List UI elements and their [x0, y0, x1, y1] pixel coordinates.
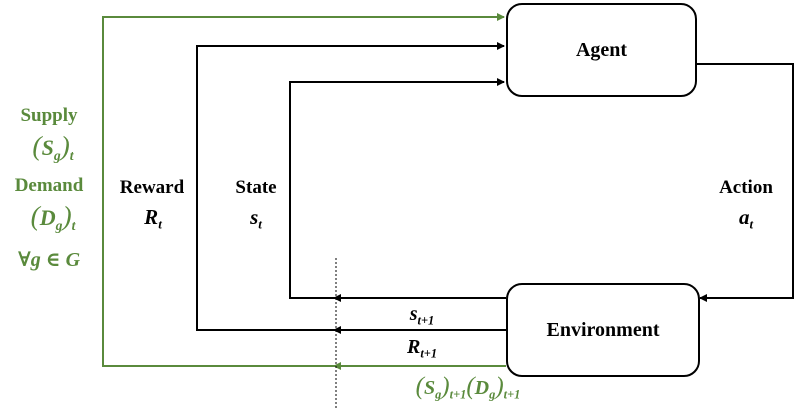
reward-label: Reward: [112, 178, 192, 197]
action-line: [697, 63, 794, 302]
action-subscript: t: [749, 216, 754, 232]
agent-label: Agent: [575, 38, 628, 61]
state-symbol-letter: s: [250, 205, 259, 229]
next-state-symbol: st+1: [382, 304, 462, 327]
demand-symbol-letter: D: [39, 205, 56, 230]
state-word: State: [235, 177, 277, 198]
reward-symbol-letter: R: [144, 205, 159, 229]
supply-word: Supply: [20, 105, 78, 126]
next-supply-inner-subscript: g: [435, 387, 442, 402]
reward-symbol: Rt: [118, 207, 188, 231]
demand-inner-subscript: g: [55, 217, 63, 233]
reward-subscript: t: [158, 216, 162, 232]
supply-label: Supply: [8, 106, 90, 125]
next-grid-signal-symbol: (Sg)t+1(Dg)t+1: [415, 373, 521, 402]
demand-word: Demand: [14, 175, 84, 196]
next-demand-outer-subscript: t+1: [503, 387, 521, 402]
agent-box: Agent: [506, 3, 697, 97]
next-demand-inner-subscript: g: [489, 387, 496, 402]
reward-loop-line: [196, 42, 506, 331]
demand-outer-subscript: t: [71, 217, 76, 233]
demand-symbol: (Dg)t: [30, 200, 76, 233]
state-symbol: st: [220, 207, 292, 231]
action-word: Action: [719, 177, 773, 198]
supply-outer-subscript: t: [69, 147, 74, 163]
supply-symbol-letter: S: [41, 135, 54, 160]
action-symbol: at: [710, 207, 782, 231]
next-reward-symbol: Rt+1: [380, 337, 464, 360]
action-symbol-letter: a: [738, 205, 750, 229]
state-subscript: t: [258, 216, 262, 232]
supply-symbol: (Sg)t: [32, 130, 74, 163]
quantifier-text: ∀g ∈ G: [17, 249, 81, 271]
next-demand-letter: D: [474, 377, 490, 399]
reward-word: Reward: [119, 177, 185, 198]
next-state-letter: s: [409, 303, 418, 325]
next-supply-letter: S: [423, 377, 436, 399]
action-label: Action: [704, 178, 788, 197]
next-reward-letter: R: [406, 336, 421, 358]
environment-box: Environment: [506, 283, 700, 377]
environment-label: Environment: [546, 318, 660, 341]
next-state-subscript: t+1: [417, 313, 435, 328]
grid-signal-loop-line: [102, 13, 506, 367]
supply-inner-subscript: g: [53, 147, 61, 163]
demand-label: Demand: [2, 176, 96, 195]
quantifier-label: ∀g ∈ G: [2, 250, 96, 270]
state-label: State: [214, 178, 298, 197]
state-loop-line: [289, 78, 506, 299]
next-reward-subscript: t+1: [420, 346, 438, 361]
next-supply-outer-subscript: t+1: [449, 387, 467, 402]
